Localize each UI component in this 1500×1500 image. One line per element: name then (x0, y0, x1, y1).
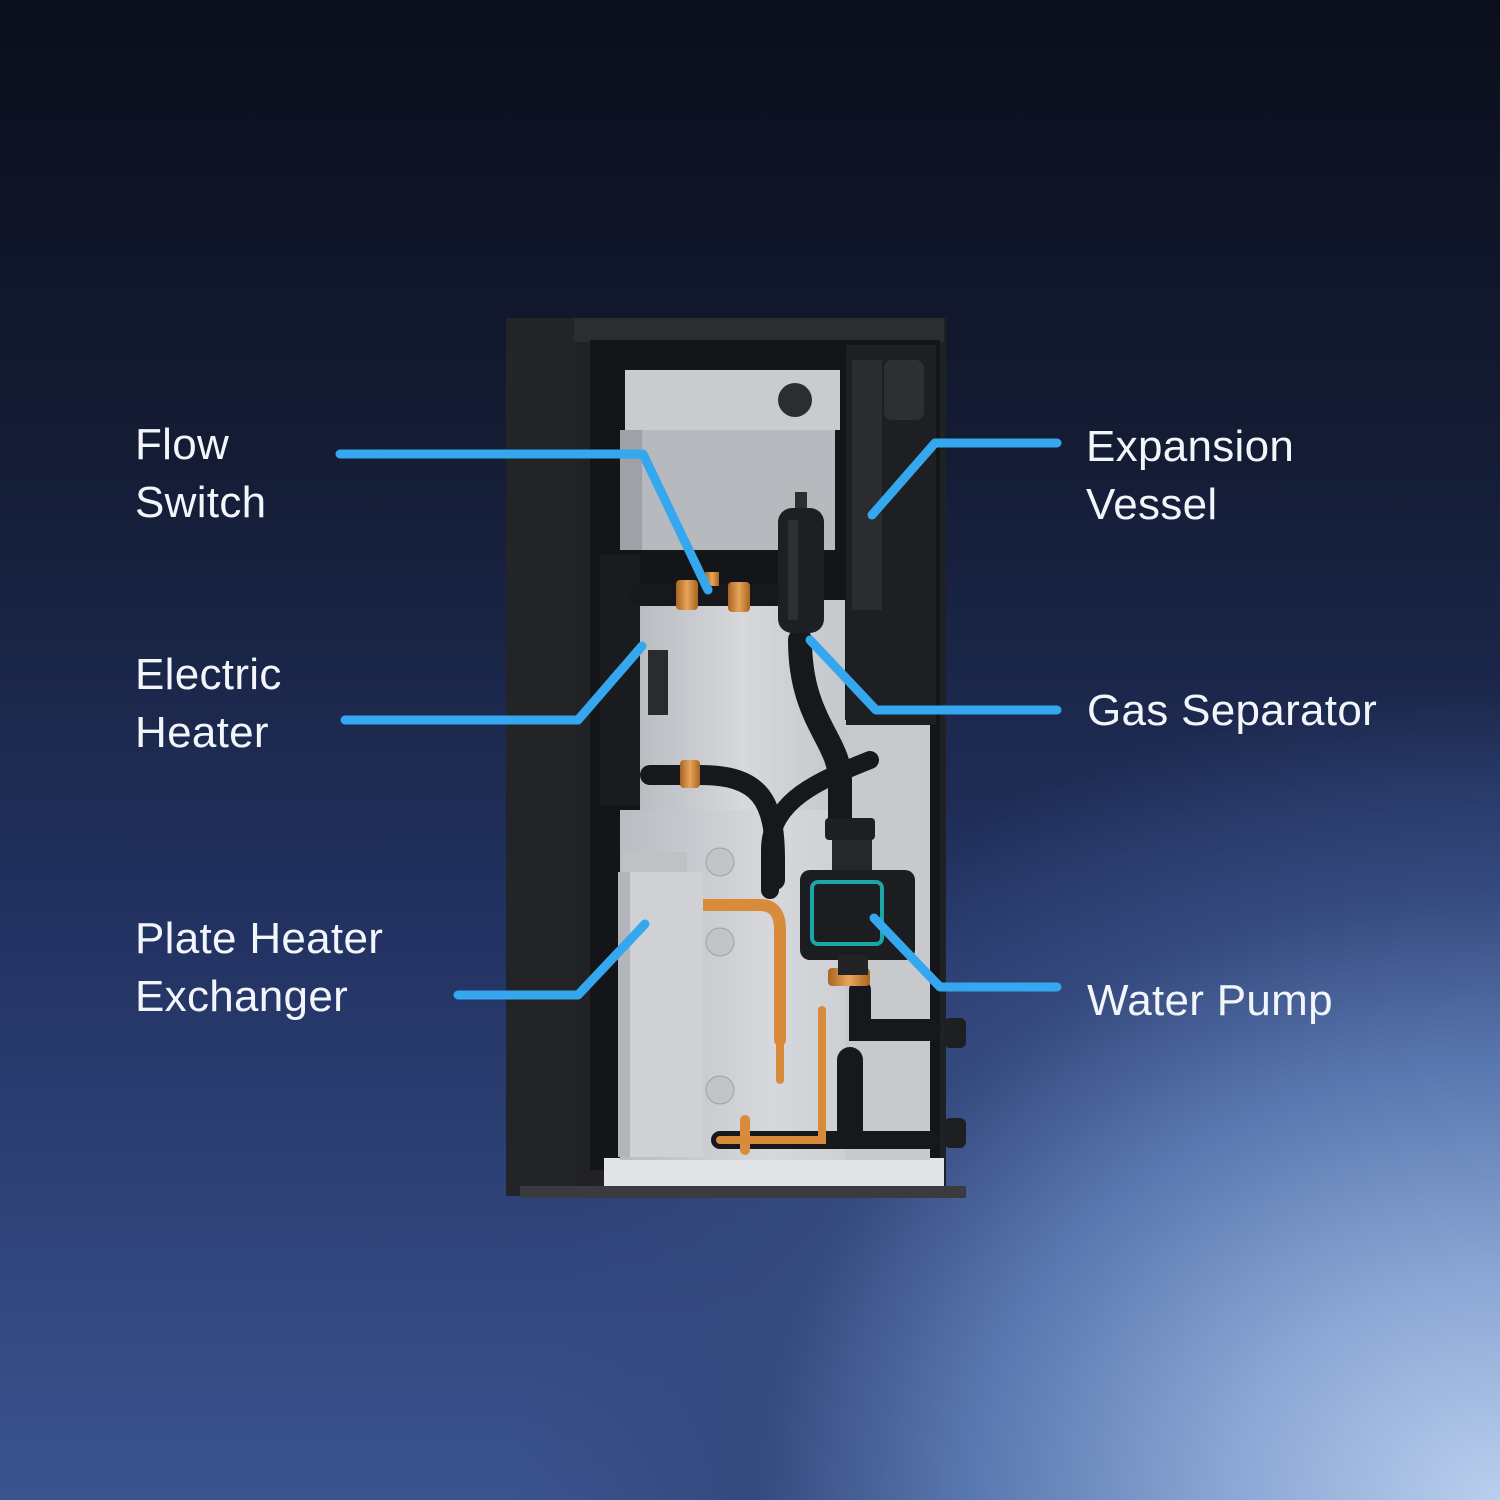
label-expansion-vessel: Expansion Vessel (1086, 418, 1294, 534)
label-electric-heater-line-2: Heater (135, 708, 269, 757)
label-water-pump-line-1: Water Pump (1087, 976, 1333, 1025)
label-plate-heater-exchanger: Plate Heater Exchanger (135, 910, 383, 1026)
label-electric-heater: Electric Heater (135, 646, 282, 762)
label-plate-heater-exchanger-line-1: Plate Heater (135, 914, 384, 963)
cable-gland (778, 383, 812, 417)
leader-gas-separator (805, 635, 1062, 715)
leader-water-pump (869, 913, 1062, 992)
leader-electric-heater (340, 641, 647, 725)
leader-plate-heater-exchanger (453, 919, 650, 1000)
leader-expansion-vessel (867, 438, 1062, 520)
outlet-knobs (944, 1018, 966, 1148)
label-flow-switch: Flow Switch (135, 416, 266, 532)
label-electric-heater-line-1: Electric (135, 650, 282, 699)
label-water-pump: Water Pump (1087, 972, 1333, 1030)
copper-pipes (699, 899, 826, 1155)
label-expansion-vessel-line-1: Expansion (1086, 422, 1295, 471)
label-expansion-vessel-line-2: Vessel (1086, 480, 1218, 529)
leader-flow-switch (335, 449, 713, 595)
water-pump-body (800, 818, 915, 975)
label-gas-separator-line-1: Gas Separator (1087, 686, 1378, 735)
label-gas-separator: Gas Separator (1087, 682, 1377, 740)
gas-separator-body (778, 492, 824, 633)
label-flow-switch-line-2: Switch (135, 478, 267, 527)
plate-heat-exchanger-body (618, 847, 735, 1157)
label-flow-switch-line-1: Flow (135, 420, 230, 469)
expansion-vessel-body (846, 345, 936, 725)
label-plate-heater-exchanger-line-2: Exchanger (135, 972, 349, 1021)
